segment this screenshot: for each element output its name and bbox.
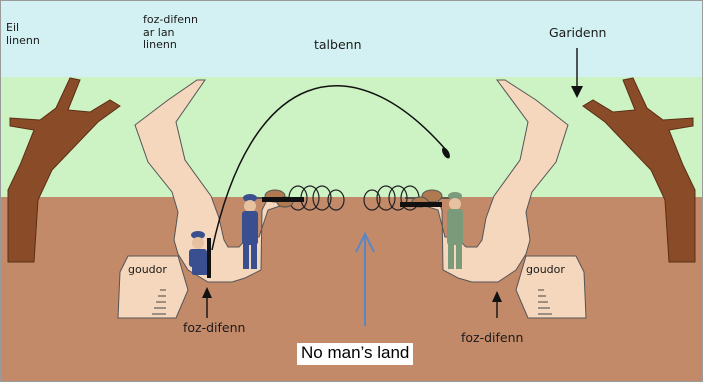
machine-gun-left <box>262 197 304 202</box>
label-support-line: foz-difenn ar lan linenn <box>143 13 198 52</box>
trench-arrow-right <box>492 291 502 318</box>
shelter-steps-right <box>538 289 552 315</box>
sky-band <box>0 0 703 77</box>
grass-band <box>0 77 703 197</box>
tree-left <box>7 77 121 263</box>
label-front-line: Eil linenn <box>6 21 40 47</box>
label-trench-right: foz-difenn <box>461 330 524 345</box>
machine-gun-right <box>400 202 442 207</box>
label-no-mans-land: No man’s land <box>297 343 414 365</box>
soldier-standing-left <box>242 194 258 269</box>
label-artillery: talbenn <box>314 37 362 52</box>
sentinel-arrow <box>571 48 583 98</box>
shell <box>442 147 450 159</box>
label-shelter-left: goudor <box>127 263 168 277</box>
no-mans-land-arrow <box>355 231 375 326</box>
label-trench-left: foz-difenn <box>183 320 246 335</box>
soldier-crouching-left <box>189 231 211 278</box>
label-shelter-right: goudor <box>525 263 566 277</box>
shelter-steps-left <box>152 289 166 315</box>
soldier-standing-right <box>447 192 463 269</box>
trench-left <box>134 79 285 283</box>
tree-right <box>582 77 696 263</box>
artillery-trajectory <box>211 85 447 251</box>
label-sentinel: Garidenn <box>549 25 607 40</box>
trench-arrow-left <box>202 287 212 318</box>
